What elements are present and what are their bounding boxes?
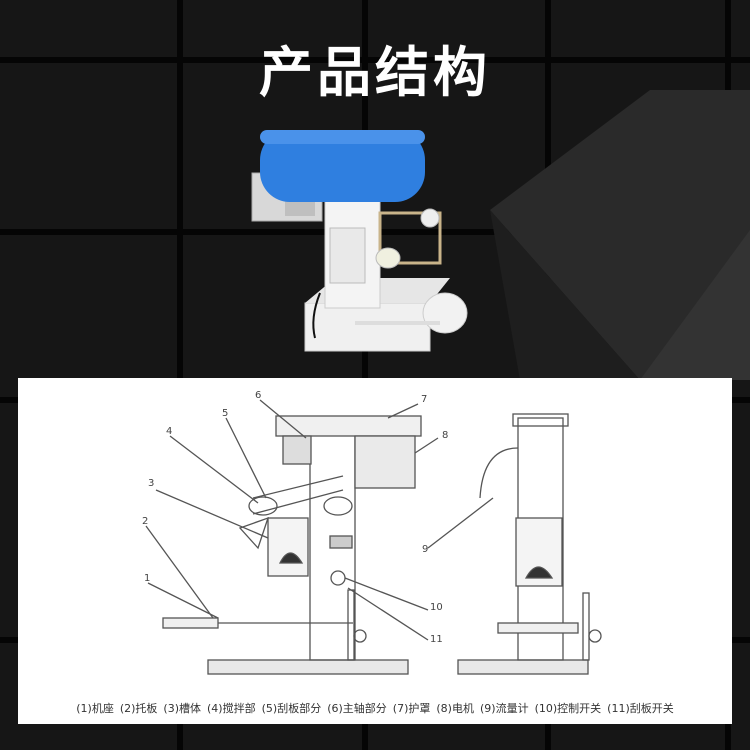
page-title: 产品结构: [259, 41, 491, 104]
callout-2: 2: [142, 516, 148, 527]
legend-item: (10)控制开关: [534, 702, 602, 715]
callout-10: 10: [430, 602, 443, 613]
callout-11: 11: [430, 634, 443, 645]
product-photo: [251, 130, 468, 352]
callout-5: 5: [222, 408, 228, 419]
legend-item: (3)槽体: [163, 702, 202, 715]
legend-item: (11)刮板开关: [607, 702, 674, 715]
legend-item: (2)托板: [119, 702, 158, 715]
callout-8: 8: [442, 430, 448, 441]
callout-3: 3: [148, 478, 154, 489]
callout-6: 6: [255, 390, 261, 401]
parts-legend: (1)机座 (2)托板 (3)槽体 (4)搅拌部 (5)刮板部分 (6)主轴部分…: [18, 700, 732, 716]
legend-item: (9)流量计: [479, 702, 529, 715]
legend-item: (4)搅拌部: [207, 702, 256, 715]
legend-item: (1)机座: [76, 702, 114, 715]
legend-item: (8)电机: [436, 702, 474, 715]
callout-7: 7: [421, 394, 427, 405]
callout-4: 4: [166, 426, 172, 437]
legend-item: (5)刮板部分: [261, 702, 322, 715]
legend-item: (7)护罩: [392, 702, 431, 715]
structure-diagram-panel: 1 2 3 4 5 6 7 8 9 10 11 (1)机座 (2)托板 (3)槽…: [18, 378, 732, 724]
structure-diagram: 1 2 3 4 5 6 7 8 9 10 11: [142, 390, 602, 675]
callout-1: 1: [144, 573, 150, 584]
callout-9: 9: [422, 544, 428, 555]
legend-item: (6)主轴部分: [327, 702, 387, 715]
